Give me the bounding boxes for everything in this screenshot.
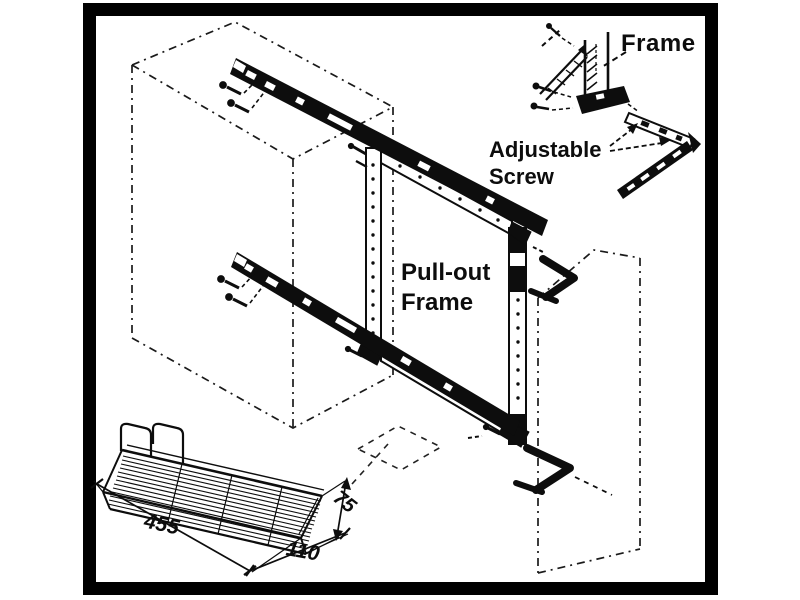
- adjustable-screw-line2: Screw: [489, 164, 554, 189]
- lower-mounting-rail: [217, 252, 520, 436]
- detail-frame-post: [530, 23, 630, 114]
- right-panel-outline: [537, 249, 641, 574]
- floor-position-mark: [351, 425, 443, 485]
- upper-mounting-rail: [219, 58, 548, 236]
- frame-callout-label: Frame: [621, 30, 696, 57]
- lower-bracket: [513, 444, 613, 496]
- pullout-frame-line1: Pull-out: [401, 259, 491, 286]
- adjustable-screw-line1: Adjustable: [489, 137, 602, 162]
- outer-border: [83, 3, 718, 595]
- pullout-frame-line2: Frame: [401, 289, 474, 316]
- detail-adjustable-rail: [609, 103, 701, 199]
- upper-bracket: [528, 255, 578, 304]
- dimension-lines: [90, 477, 351, 577]
- wire-basket: [102, 422, 325, 556]
